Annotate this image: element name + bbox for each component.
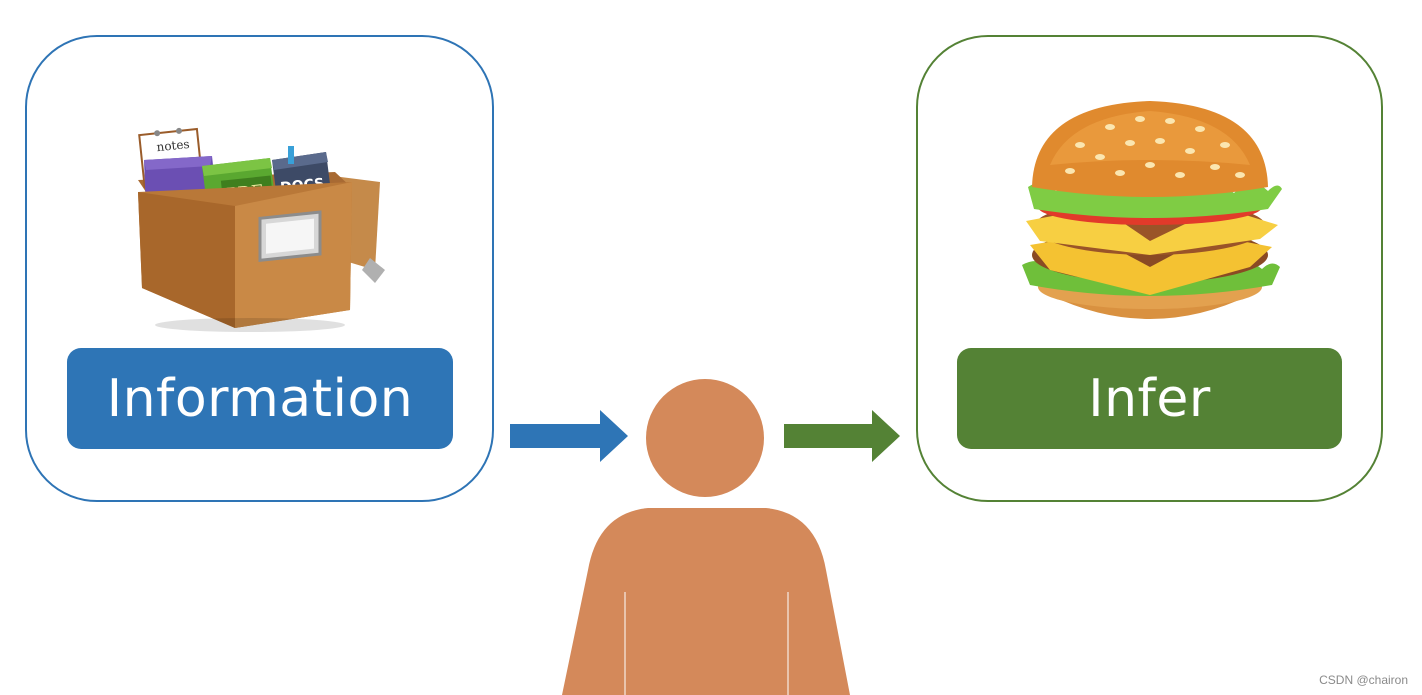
- hamburger-icon: [1022, 101, 1282, 319]
- watermark: CSDN @chairon: [1319, 673, 1408, 687]
- file-box-icon: notes PDFs DOCS: [138, 127, 385, 332]
- notes-label: notes: [156, 137, 190, 154]
- information-label: Information: [67, 348, 453, 449]
- arrow-right-icon: [510, 410, 628, 462]
- person-icon: [562, 379, 850, 695]
- infer-label: Infer: [957, 348, 1342, 449]
- arrow-right-icon: [784, 410, 900, 462]
